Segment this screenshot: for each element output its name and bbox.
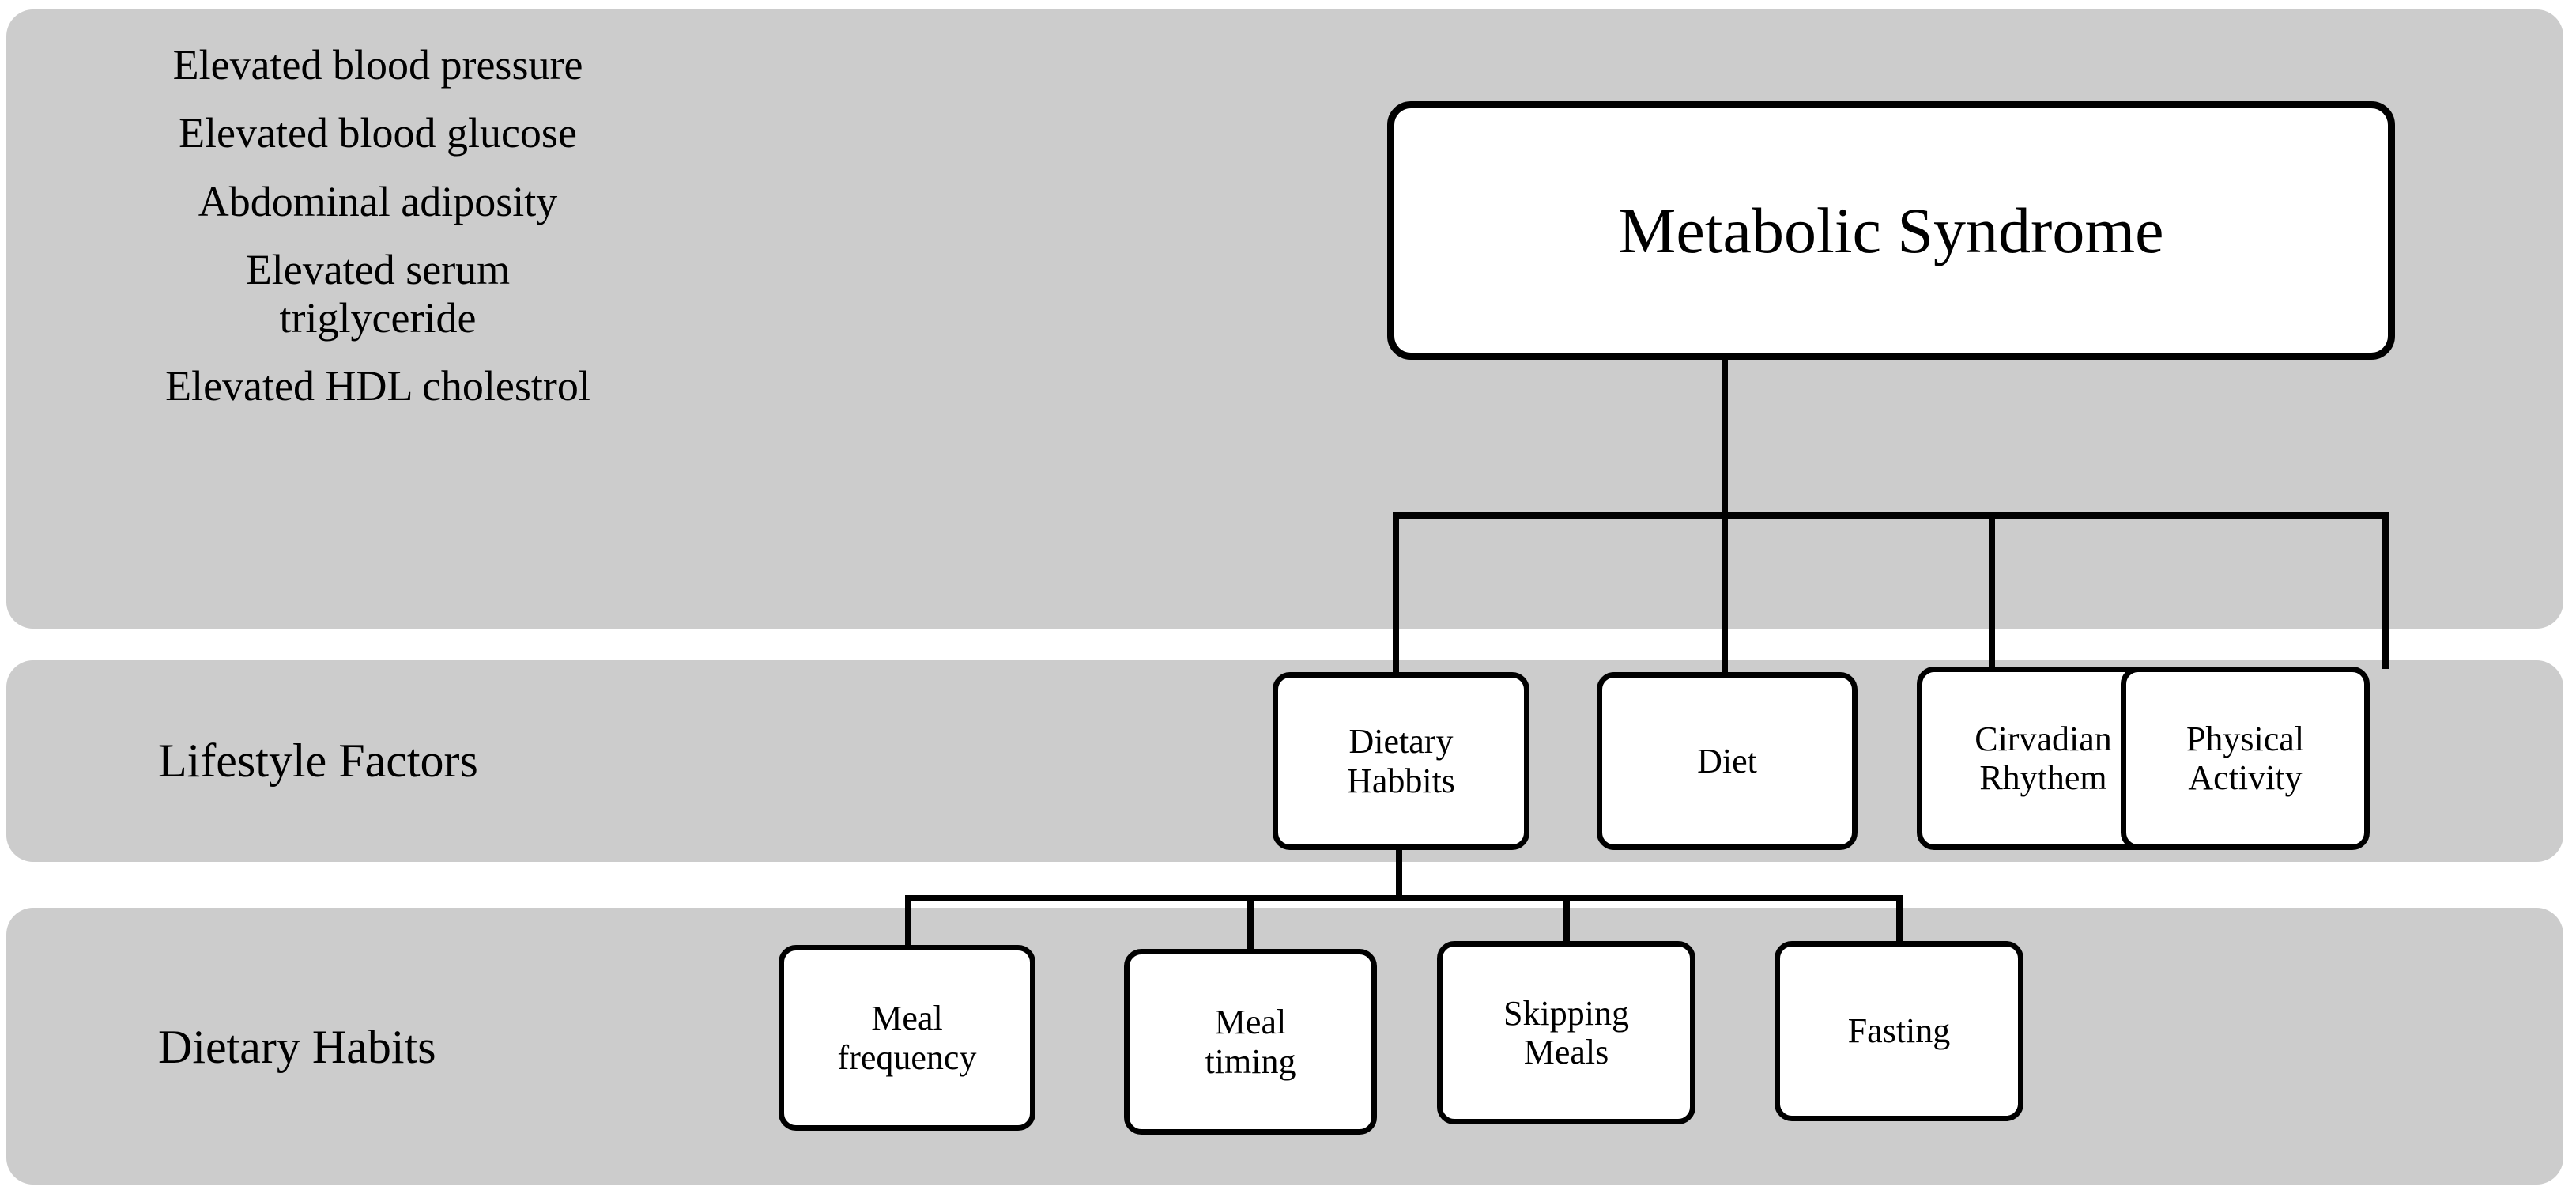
list-item: Elevated blood pressure [172, 41, 583, 89]
node-metabolic-syndrome[interactable]: Metabolic Syndrome [1387, 101, 2395, 360]
connector-dietary-bus [905, 895, 1903, 901]
list-item: Elevated HDL cholestrol [165, 362, 590, 410]
node-skipping-meals[interactable]: Skipping Meals [1437, 941, 1695, 1124]
node-diet[interactable]: Diet [1597, 672, 1858, 850]
connector-to-meal-frequency [905, 895, 911, 947]
connector-root-stem [1722, 357, 1728, 516]
list-item: Elevated serum triglyceride [245, 246, 511, 342]
node-physical-activity[interactable]: Physical Activity [2121, 667, 2370, 850]
node-dietary-habbits[interactable]: Dietary Habbits [1273, 672, 1529, 850]
connector-to-fasting [1896, 895, 1903, 943]
connector-to-diet [1722, 512, 1728, 674]
connector-lifestyle-bus [1393, 512, 2389, 519]
connector-dietary-habbits-stem [1396, 848, 1402, 900]
node-meal-frequency[interactable]: Meal frequency [779, 945, 1035, 1131]
row-label-lifestyle-factors: Lifestyle Factors [158, 735, 478, 787]
node-meal-timing[interactable]: Meal timing [1124, 949, 1377, 1135]
symptom-list: Elevated blood pressure Elevated blood g… [38, 41, 718, 431]
connector-to-physical-activity [2382, 512, 2389, 669]
list-item: Abdominal adiposity [198, 177, 558, 225]
connector-to-meal-timing [1247, 895, 1254, 951]
node-fasting[interactable]: Fasting [1775, 941, 2023, 1121]
connector-to-skipping-meals [1563, 895, 1570, 943]
connector-to-dietary-habbits [1393, 512, 1399, 674]
connector-to-cirvadian-rhythem [1989, 512, 1995, 669]
list-item: Elevated blood glucose [179, 109, 577, 157]
row-label-dietary-habits: Dietary Habits [158, 1021, 436, 1073]
